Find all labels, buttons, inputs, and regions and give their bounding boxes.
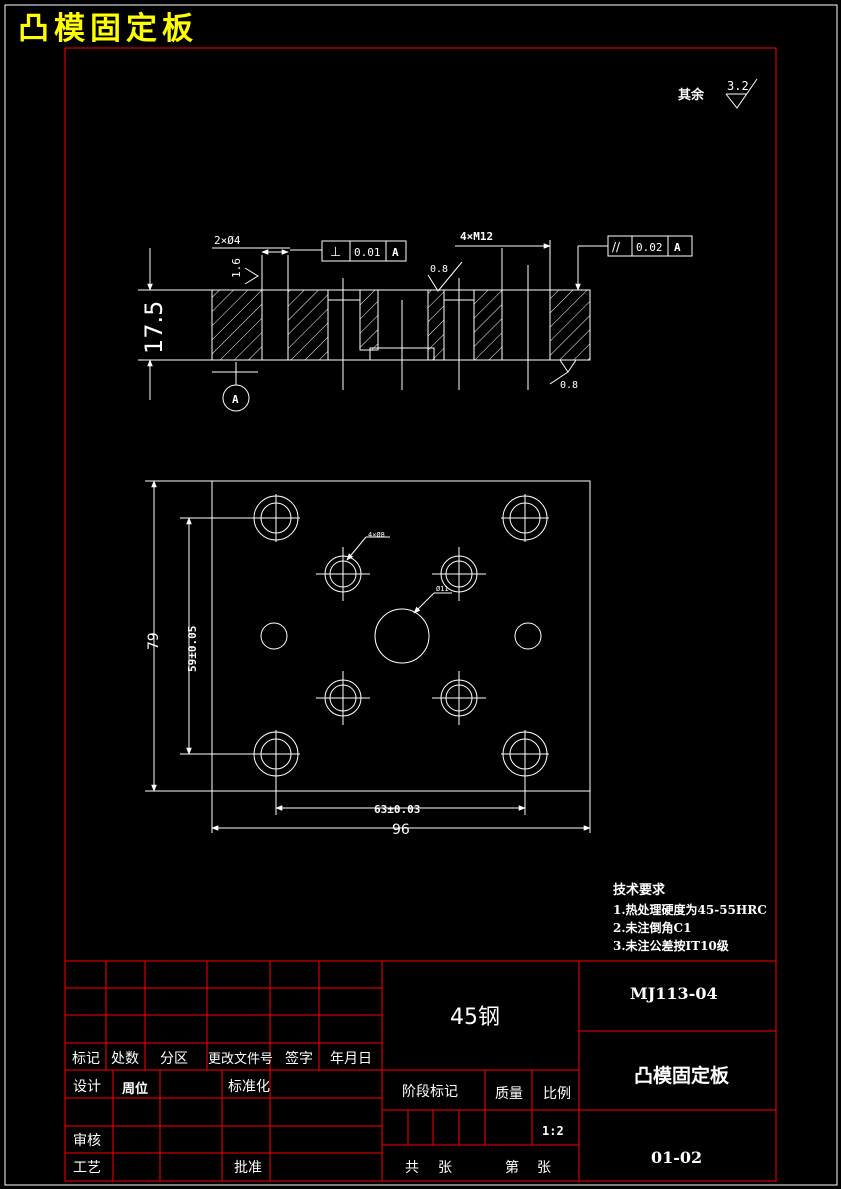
label-process: 工艺: [73, 1160, 101, 1176]
vertical-spacing-dimension: 59±0.05: [186, 626, 199, 672]
label-stage-mark: 阶段标记: [402, 1084, 458, 1100]
note-item: 3.未注公差按IT10级: [613, 938, 729, 953]
sheet-number: 01-02: [651, 1148, 702, 1167]
label-sheets: 张: [438, 1160, 452, 1176]
label-approve: 批准: [234, 1160, 262, 1176]
material: 45钢: [450, 1005, 500, 1030]
corner-hole: [501, 494, 549, 542]
center-hole: [374, 608, 430, 664]
label-mark: 标记: [72, 1051, 100, 1067]
parallelism-frame: // 0.02 A: [575, 235, 693, 291]
title-block: [65, 960, 776, 1181]
section-band-2: [287, 289, 329, 361]
hole-label: 2×Ø4: [214, 234, 241, 247]
threaded-hole: [316, 547, 370, 601]
drawing-number: MJ113-04: [630, 984, 718, 1003]
horizontal-spacing-dimension: 63±0.03: [374, 803, 420, 816]
part-name: 凸模固定板: [634, 1064, 730, 1087]
plan-view: 4×Ø8 Ø11 79 59±0.05 63±0.03 96: [145, 480, 591, 838]
thickness-dimension: 17.5: [140, 301, 168, 354]
drawing-frame: [64, 47, 777, 1182]
roughness-symbol-icon: [725, 78, 758, 109]
perpendicularity-icon: ⊥: [330, 245, 341, 260]
label-design: 设计: [73, 1079, 101, 1095]
parallelism-tolerance: 0.02: [636, 241, 663, 254]
scale-value: 1:2: [542, 1124, 564, 1138]
datum-circle-icon: [222, 384, 250, 412]
plate-outline: [211, 480, 591, 792]
section-band-6: [549, 289, 591, 361]
pin-hole: [260, 622, 288, 650]
label-zone: 分区: [160, 1051, 188, 1067]
threaded-hole: [316, 671, 370, 725]
corner-hole: [501, 730, 549, 778]
label-total: 共: [405, 1160, 419, 1176]
pin-hole: [514, 622, 542, 650]
width-dimension: 96: [392, 822, 410, 838]
label-change-doc: 更改文件号: [208, 1052, 273, 1067]
roughness-hole-icon: [244, 267, 259, 285]
threaded-hole: [432, 547, 486, 601]
technical-notes: 技术要求 1.热处理硬度为45-55HRC 2.未注倒角C1 3.未注公差按IT…: [613, 882, 767, 953]
section-band-4: [427, 289, 445, 361]
center-hole-label: Ø11: [436, 585, 449, 593]
label-sheet-nth: 第: [505, 1159, 519, 1176]
label-sheet-unit: 张: [537, 1160, 551, 1176]
parallelism-icon: //: [612, 240, 621, 254]
section-band-1: [211, 289, 263, 361]
section-view: 2×Ø4 1.6 ⊥ 0.01 A 4×M12 0.8 // 0.02: [138, 230, 693, 412]
perpendicularity-frame: ⊥ 0.01 A: [290, 240, 407, 262]
perpendicularity-tolerance: 0.01: [354, 246, 381, 259]
label-weight: 质量: [495, 1086, 523, 1102]
title-block-text: 标记 处数 分区 更改文件号 签字 年月日 设计 周位 标准化 审核 工艺 批准…: [72, 984, 730, 1176]
label-standardize: 标准化: [228, 1079, 270, 1095]
roughness-other-label: 其余: [678, 87, 705, 103]
bolt-hole-label: 4×Ø8: [368, 531, 385, 539]
roughness-hole-value: 1.6: [230, 258, 243, 278]
drawing-title: 凸模固定板: [18, 11, 198, 47]
perpendicularity-datum: A: [392, 246, 399, 259]
section-band-5: [473, 289, 503, 361]
label-review: 审核: [73, 1133, 101, 1149]
note-item: 1.热处理硬度为45-55HRC: [613, 902, 767, 917]
roughness-step-icon: [427, 261, 463, 292]
parallelism-datum: A: [674, 241, 681, 254]
label-signature: 签字: [285, 1050, 313, 1067]
datum-marker: A: [232, 393, 239, 406]
label-ratio: 比例: [543, 1086, 571, 1102]
height-dimension: 79: [146, 632, 162, 650]
note-item: 2.未注倒角C1: [613, 920, 691, 935]
section-band-3: [359, 289, 379, 351]
sheet-frame: [4, 4, 838, 1186]
label-date: 年月日: [330, 1051, 372, 1067]
thread-label: 4×M12: [460, 230, 493, 243]
roughness-other-value: 3.2: [727, 79, 749, 93]
threaded-hole: [432, 671, 486, 725]
roughness-step-value: 0.8: [430, 264, 448, 275]
notes-heading: 技术要求: [613, 882, 666, 898]
roughness-bottom-value: 0.8: [560, 380, 578, 391]
general-roughness-note: 其余 3.2: [678, 78, 758, 109]
label-count: 处数: [111, 1051, 139, 1067]
roughness-bottom-icon: [559, 359, 577, 373]
designer-name: 周位: [122, 1081, 148, 1097]
